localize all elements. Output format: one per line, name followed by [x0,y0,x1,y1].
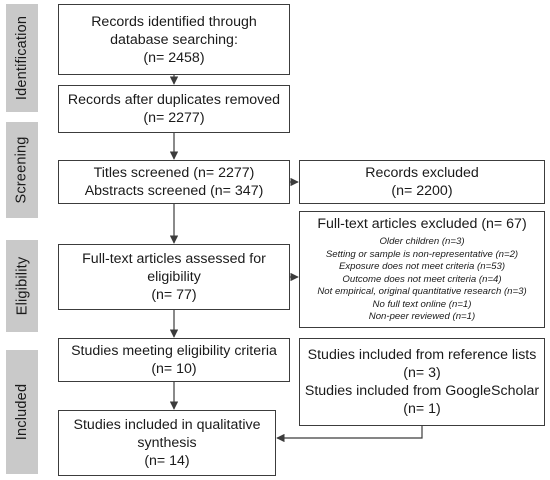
exclusion-reason: Older children (n=3) [379,235,465,247]
records-excluded-count: (n= 2200) [391,183,453,199]
exclusion-reason: Not empirical, original quantitative res… [317,286,527,298]
records-identified-line1: Records identified through [91,13,257,30]
fulltext-assessed-line1: Full-text articles assessed for [82,251,266,267]
titles-screened: Titles screened (n= 2277) [93,165,255,181]
stage-screening-label: Screening [14,136,30,204]
fulltext-excluded-title: Full-text articles excluded (n= 67) [317,215,527,232]
reference-lists-line: Studies included from reference lists [307,347,537,363]
fulltext-assessed-count: (n= 77) [151,287,197,303]
records-excluded-line1: Records excluded [365,165,479,181]
arrow-additional-to-synthesis [276,426,423,443]
googlescholar-line: Studies included from GoogleScholar [304,383,540,399]
fulltext-excluded-box: Full-text articles excluded (n= 67) Olde… [299,211,545,328]
qualitative-synthesis-line1: Studies included in qualitative [73,417,261,433]
qualitative-synthesis-line2: synthesis [137,435,197,451]
records-identified-count: (n= 2458) [143,49,205,66]
stage-eligibility-label: Eligibility [14,256,31,316]
duplicates-removed-count: (n= 2277) [143,110,205,126]
exclusion-reason: Non-peer reviewed (n=1) [368,311,476,323]
fulltext-assessed-line2: eligibility [147,269,201,285]
additional-sources-box: Studies included from reference lists (n… [299,338,545,426]
stage-screening: Screening [6,122,38,218]
records-excluded-box: Records excluded (n= 2200) [299,160,545,204]
stage-included: Included [6,350,38,474]
qualitative-synthesis-box: Studies included in qualitative synthesi… [58,410,276,476]
stage-identification-label: Identification [14,15,30,101]
qualitative-synthesis-count: (n= 14) [144,453,190,469]
fulltext-assessed-box: Full-text articles assessed for eligibil… [58,244,290,310]
abstracts-screened: Abstracts screened (n= 347) [84,183,264,199]
meeting-criteria-line1: Studies meeting eligibility criteria [71,343,277,359]
records-screened-box: Titles screened (n= 2277) Abstracts scre… [58,160,290,204]
exclusion-reason: Exposure does not meet criteria (n=53) [338,261,506,273]
duplicates-removed-box: Records after duplicates removed (n= 227… [58,85,290,133]
exclusion-reason: Outcome does not meet criteria (n=4) [342,273,502,285]
meeting-criteria-count: (n= 10) [151,361,197,377]
googlescholar-count: (n= 1) [403,401,441,417]
records-identified-line2: database searching: [110,31,238,48]
exclusion-reason: Setting or sample is non-representative … [325,248,519,260]
exclusion-reason: No full text online (n=1) [372,298,472,310]
records-identified-box: Records identified through database sear… [58,4,290,75]
stage-eligibility: Eligibility [6,240,38,332]
duplicates-removed-line1: Records after duplicates removed [67,92,281,108]
meeting-criteria-box: Studies meeting eligibility criteria (n=… [58,338,290,382]
stage-included-label: Included [14,383,31,441]
reference-lists-count: (n= 3) [403,365,441,381]
stage-identification: Identification [6,4,38,112]
